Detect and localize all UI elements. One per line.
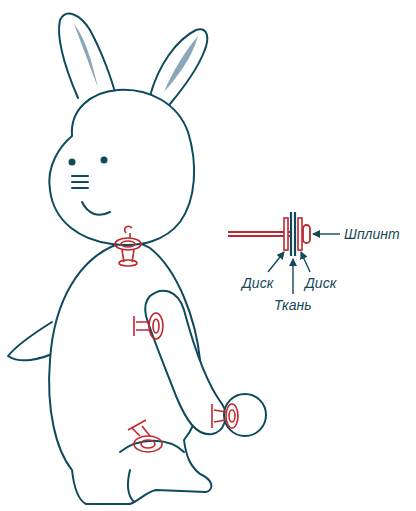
part-label: Диск [242, 276, 273, 290]
part-label: Ткань [274, 298, 312, 312]
part-label: Шплинт [344, 227, 400, 241]
part-label: Диск [305, 276, 336, 290]
